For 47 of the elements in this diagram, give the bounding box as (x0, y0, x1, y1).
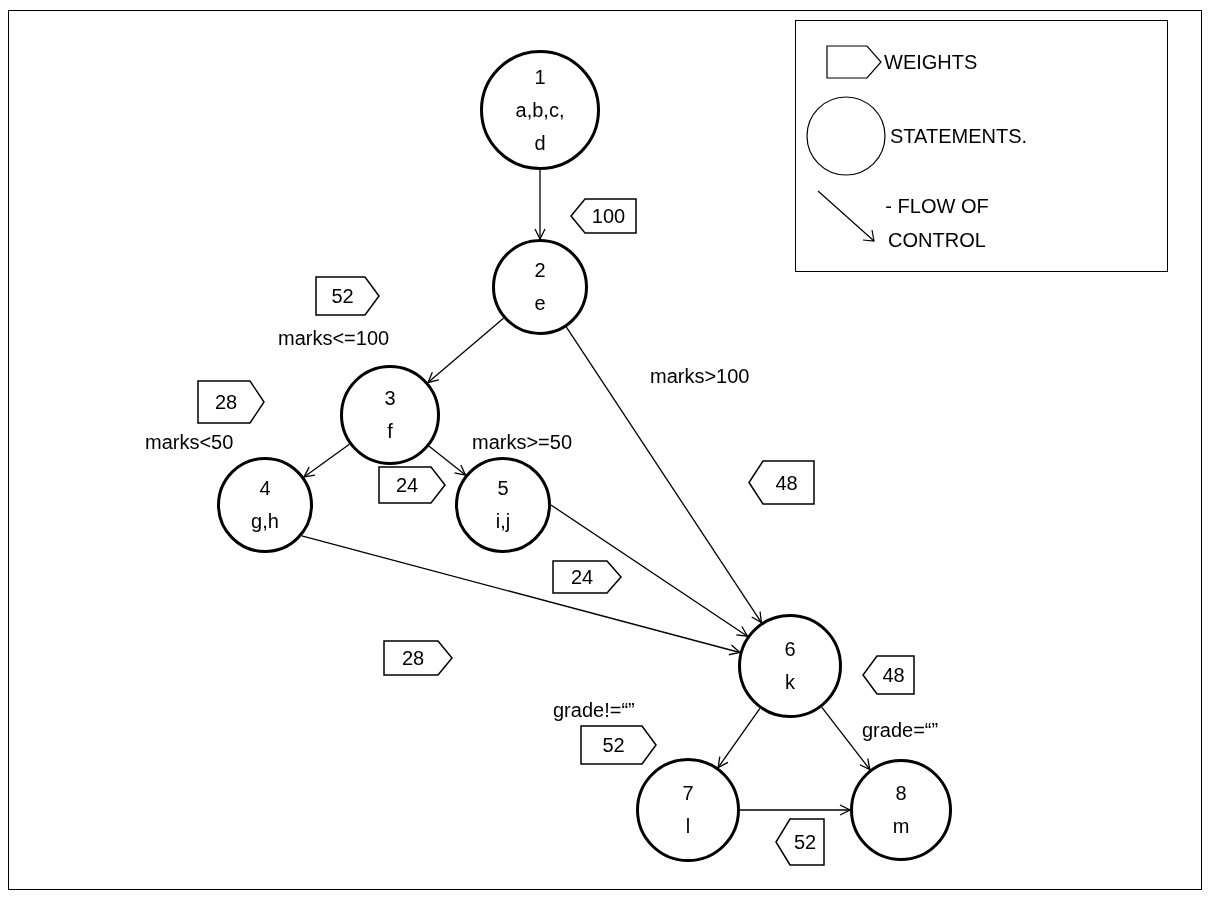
weight-tag (570, 198, 637, 234)
arrow (428, 445, 467, 476)
weight-tag (552, 560, 622, 594)
legend-text: WEIGHTS (884, 50, 978, 75)
weight-tag (775, 818, 825, 866)
statement-number: 2 (534, 258, 546, 283)
arrow (717, 707, 761, 769)
arrow (565, 326, 763, 624)
weight-value: 52 (792, 832, 817, 852)
statement-number: 1 (534, 64, 546, 90)
weight-value: 100 (590, 206, 626, 226)
statement-text: f (387, 419, 393, 444)
weight-value: 48 (774, 472, 798, 493)
weight-value: 28 (401, 648, 426, 668)
weight-value: 48 (881, 665, 905, 685)
statement-text: i,j (495, 509, 511, 534)
arrow (550, 504, 749, 637)
weight-value: 24 (395, 475, 420, 495)
statement-text: k (785, 670, 795, 695)
statement-text: e (534, 291, 546, 316)
weight-value: 24 (570, 567, 595, 587)
weight-tag (862, 655, 915, 695)
weight-tag (748, 460, 815, 505)
weight-tag (197, 380, 265, 424)
statement-number: 4 (259, 476, 271, 501)
legend-text: - FLOW OF CONTROL (884, 194, 990, 253)
weight-value: 52 (331, 286, 355, 306)
statement-number: 5 (497, 476, 509, 501)
legend-text: STATEMENTS. (890, 124, 1028, 149)
weight-value: 28 (214, 392, 239, 412)
arrow (303, 443, 351, 478)
statement-text: a,b,c, d (514, 97, 566, 156)
statement-text: m (892, 814, 910, 839)
arrow (534, 169, 546, 240)
weight-tag (315, 276, 380, 316)
weight-tag (383, 640, 453, 676)
statement-number: 6 (784, 637, 796, 662)
statement-number: 3 (384, 386, 396, 411)
statement-number: 8 (895, 781, 907, 806)
arrow (427, 317, 505, 384)
weight-value: 52 (602, 735, 626, 755)
weight-tag (580, 725, 657, 765)
statement-number: 7 (682, 781, 694, 806)
statement-text: l (685, 814, 691, 839)
arrow (739, 804, 851, 816)
statement-text: g,h (251, 509, 279, 534)
arrow (821, 706, 871, 771)
